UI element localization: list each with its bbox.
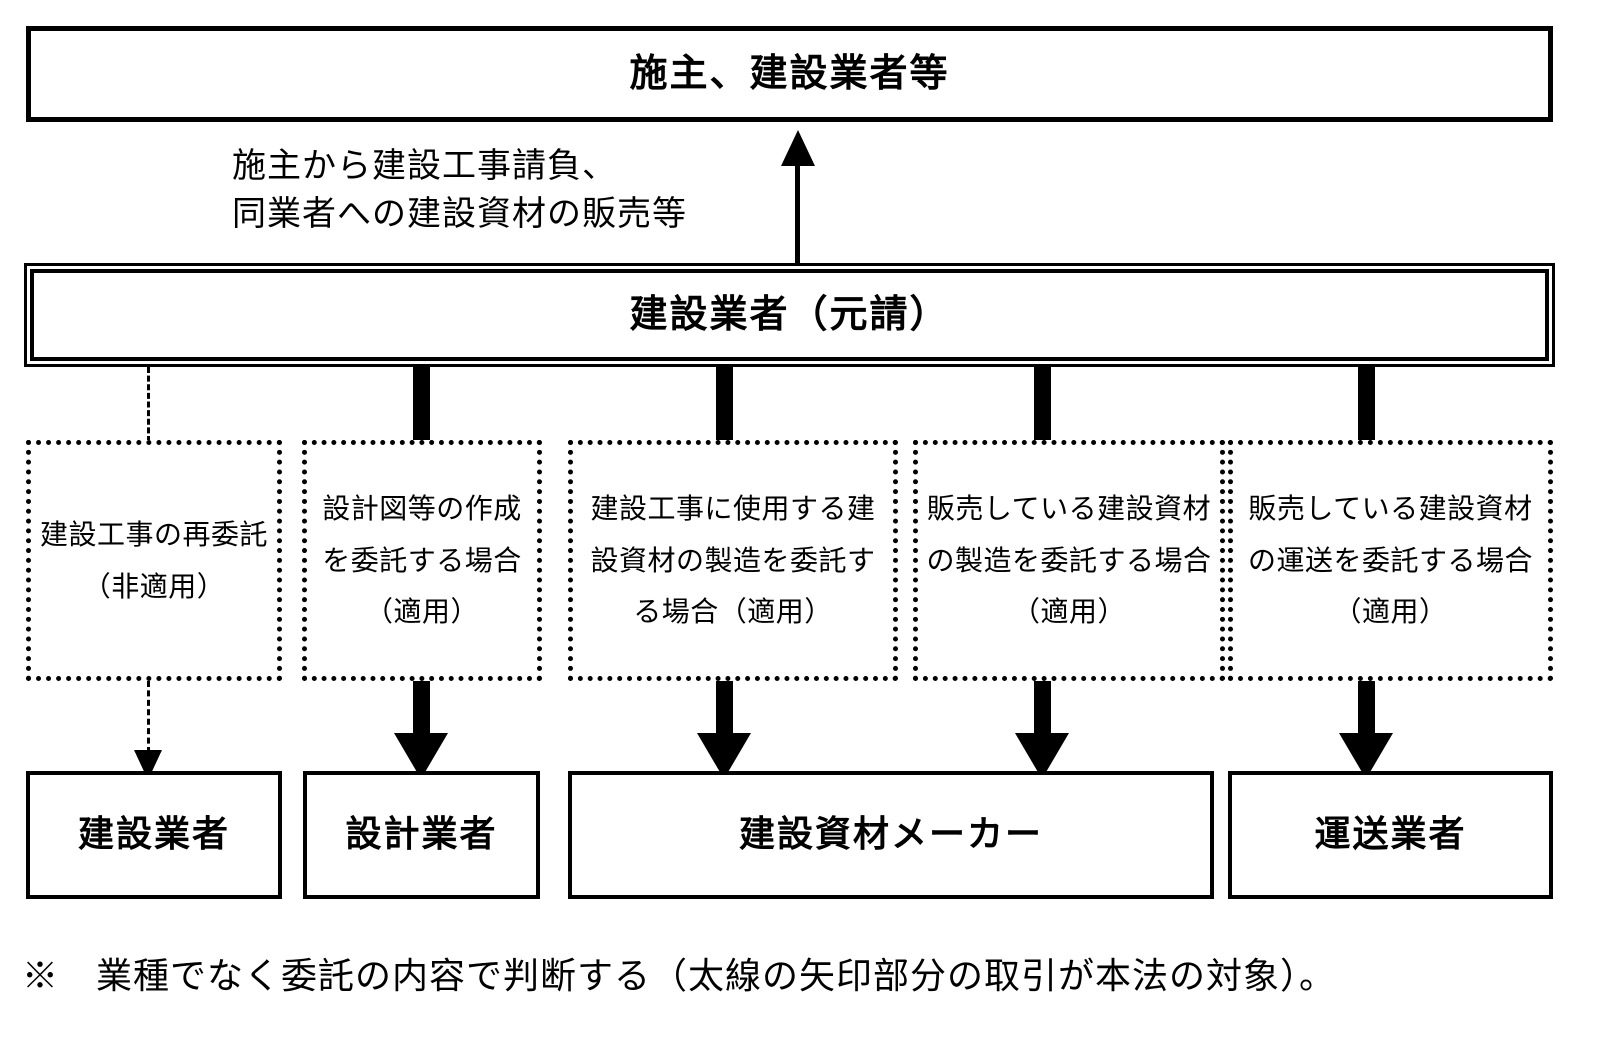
- bottom-box-construction-contractor: 建設業者: [26, 771, 282, 899]
- middle-box-1-label: 建設工事の再委託 （非適用）: [39, 517, 268, 603]
- arrow-thick-shaft-to-bottom-box-3: [716, 681, 733, 736]
- middle-box-materials-manufacture-for-sale: 販売している建設資材の製造を委託する場合（適用）: [913, 440, 1225, 681]
- middle-box-4-label: 販売している建設資材の製造を委託する場合（適用）: [926, 491, 1212, 629]
- bottom-box-4-label: 運送業者: [1314, 814, 1467, 856]
- middle-box-5-label: 販売している建設資材の運送を委託する場合（適用）: [1247, 491, 1533, 629]
- middle-box-construction-resubcontract: 建設工事の再委託 （非適用）: [26, 440, 282, 681]
- middle-box-design-drawings: 設計図等の作成を委託する場合（適用）: [302, 440, 542, 681]
- box-client-and-contractors-label: 施主、建設業者等: [629, 51, 950, 96]
- connector-dashed-to-middle-box-1: [147, 367, 150, 442]
- connector-thick-to-middle-box-4: [1034, 367, 1051, 442]
- arrow-thick-shaft-to-bottom-box-5: [1358, 681, 1375, 736]
- connector-thick-to-middle-box-5: [1358, 367, 1375, 442]
- connector-thick-to-middle-box-2: [413, 367, 430, 442]
- middle-box-2-label: 設計図等の作成を委託する場合（適用）: [322, 491, 522, 629]
- middle-box-materials-transport-for-sale: 販売している建設資材の運送を委託する場合（適用）: [1228, 440, 1553, 681]
- arrow-up-shaft: [795, 163, 800, 265]
- box-prime-contractor-label: 建設業者（元請）: [629, 292, 950, 337]
- bottom-box-2-label: 設計業者: [345, 814, 498, 856]
- arrow-thick-shaft-to-bottom-box-4: [1034, 681, 1051, 736]
- bottom-box-1-label: 建設業者: [77, 814, 230, 856]
- middle-box-materials-manufacture-for-works: 建設工事に使用する建設資材の製造を委託する場合（適用）: [568, 440, 898, 681]
- bottom-box-3-label: 建設資材メーカー: [738, 814, 1043, 856]
- arrow-dashed-shaft-to-bottom-box-1: [147, 681, 150, 753]
- arrow-up-head-icon: [781, 130, 815, 166]
- middle-box-3-label: 建設工事に使用する建設資材の製造を委託する場合（適用）: [590, 491, 876, 629]
- connector-thick-to-middle-box-3: [716, 367, 733, 442]
- bottom-box-design-firm: 設計業者: [303, 771, 540, 899]
- footnote-text: ※ 業種でなく委託の内容で判断する（太線の矢印部分の取引が本法の対象）。: [22, 956, 1337, 997]
- arrow-thick-shaft-to-bottom-box-2: [413, 681, 430, 736]
- flow-annotation-text: 施主から建設工事請負、 同業者への建設資材の販売等: [232, 146, 687, 235]
- box-prime-contractor: 建設業者（元請）: [24, 263, 1555, 367]
- bottom-box-materials-manufacturer: 建設資材メーカー: [568, 771, 1214, 899]
- bottom-box-transport-company: 運送業者: [1228, 771, 1553, 899]
- box-client-and-contractors: 施主、建設業者等: [26, 26, 1553, 122]
